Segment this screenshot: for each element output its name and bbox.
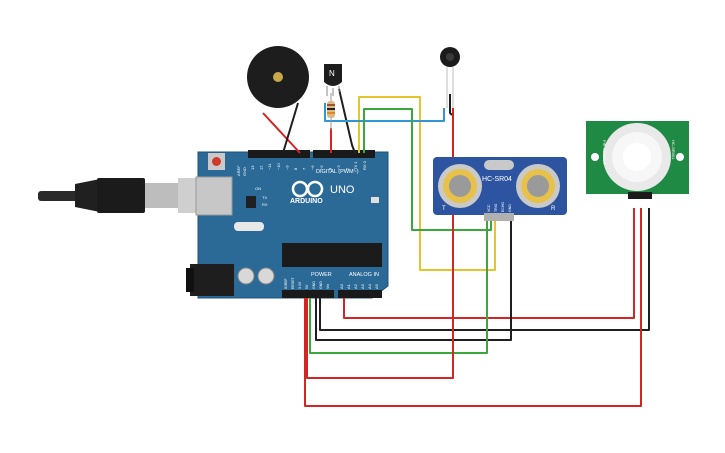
digital-pin-label-13: RX 0 <box>362 160 367 170</box>
arduino-logo <box>291 180 324 198</box>
ultrasonic-pin-label-0: VCC <box>487 204 491 212</box>
power-pin-label-1: RESET <box>291 276 295 289</box>
power-pin-label-5: GND <box>319 281 323 289</box>
tx-label: TX <box>262 195 267 200</box>
analog-pin-label-0: A0 <box>339 283 344 289</box>
analog-pin-label-1: A1 <box>346 283 351 289</box>
digital-pin-label-10: ~3 <box>336 165 341 170</box>
analog-header <box>338 290 382 298</box>
gnd-label: GND <box>242 167 247 176</box>
digital-header-right <box>313 150 375 158</box>
wires <box>262 88 650 407</box>
wire-blue[interactable] <box>324 103 445 122</box>
usb-port <box>195 176 233 216</box>
digital-pin-label-3: ~10 <box>276 162 281 170</box>
digital-pin-label-2: ~11 <box>267 163 272 170</box>
wire-transistor-black[interactable] <box>338 88 356 154</box>
power-header <box>282 290 334 298</box>
wire-red-5v-pir[interactable] <box>343 208 635 319</box>
digital-pin-label-12: TX 1 <box>353 161 358 170</box>
digital-pin-label-7: ~6 <box>310 165 315 170</box>
digital-pin-label-8: ~5 <box>319 165 324 170</box>
digital-pin-label-0: 13 <box>250 165 255 170</box>
wire-red-motor[interactable] <box>306 108 454 379</box>
power-pin-label-3: 5V <box>305 284 309 289</box>
resistor[interactable] <box>327 93 335 130</box>
analog-pin-label-3: A3 <box>360 283 365 289</box>
wire-green-echo[interactable] <box>363 108 492 231</box>
power-pin-label-4: GND <box>312 281 316 289</box>
ultrasonic-r-marker: R <box>551 206 556 212</box>
wire-black-gnd-sensor[interactable] <box>315 220 512 341</box>
arduino-uno-board: ARDUINO UNO DIGITAL (PWM~) ANALOG IN POW… <box>186 150 389 299</box>
wire-green-vcc-sensor[interactable] <box>309 220 488 354</box>
wire-black-gnd-pir[interactable] <box>319 208 650 331</box>
wire-yellow[interactable] <box>358 96 496 271</box>
piezo-buzzer[interactable] <box>247 46 309 108</box>
pir-sensor[interactable]: PIR SENSOR HC-SR501 <box>586 121 689 199</box>
wire-buzzer-red[interactable] <box>262 112 301 154</box>
aref-label: AREF <box>236 165 241 176</box>
power-pin-label-6: Vin <box>326 284 330 289</box>
wire-motor-black[interactable] <box>449 94 453 116</box>
ultrasonic-pin-label-1: TRIG <box>494 203 498 212</box>
analog-pin-label-2: A2 <box>353 283 358 289</box>
ultrasonic-pin-label-2: ECHO <box>501 202 505 212</box>
digital-pin-label-6: 7 <box>302 167 307 170</box>
analog-pin-label-4: A4 <box>367 283 372 289</box>
rx-label: RX <box>262 202 268 207</box>
vibration-motor[interactable] <box>440 47 460 108</box>
digital-pin-label-1: 12 <box>259 165 264 170</box>
digital-pin-label-4: ~9 <box>284 165 289 170</box>
analog-label: ANALOG IN <box>349 272 379 278</box>
transistor-label: N <box>329 69 335 78</box>
wire-buzzer-black[interactable] <box>282 102 299 154</box>
arduino-model-text: UNO <box>330 184 355 196</box>
analog-pin-label-5: A5 <box>374 283 379 289</box>
power-pin-label-2: 3.3V <box>298 281 302 289</box>
digital-pin-label-9: 4 <box>327 167 332 170</box>
on-label: ON <box>255 186 261 191</box>
arduino-brand-text: ARDUINO <box>290 198 323 205</box>
digital-pin-label-11: 2 <box>345 167 350 170</box>
ultrasonic-t-marker: T <box>442 206 446 212</box>
ultrasonic-transmitter <box>438 164 482 208</box>
power-pin-label-0: IOREF <box>284 278 288 289</box>
digital-header-left <box>248 150 310 158</box>
digital-pin-label-5: 8 <box>293 167 298 170</box>
digital-label: DIGITAL (PWM~) <box>316 169 359 175</box>
npn-transistor[interactable]: N <box>324 64 342 96</box>
ultrasonic-model-text: HC-SR04 <box>482 176 512 183</box>
pir-side-right: HC-SR501 <box>671 140 676 160</box>
atmega-chip <box>282 243 382 267</box>
wire-red-pir-vcc[interactable] <box>304 208 642 407</box>
usb-cable <box>38 178 208 213</box>
ultrasonic-receiver <box>516 164 560 208</box>
power-jack <box>190 264 234 296</box>
power-label: POWER <box>311 272 332 278</box>
pir-side-left: PIR SENSOR <box>602 140 607 165</box>
ultrasonic-pin-label-3: GND <box>508 204 512 212</box>
